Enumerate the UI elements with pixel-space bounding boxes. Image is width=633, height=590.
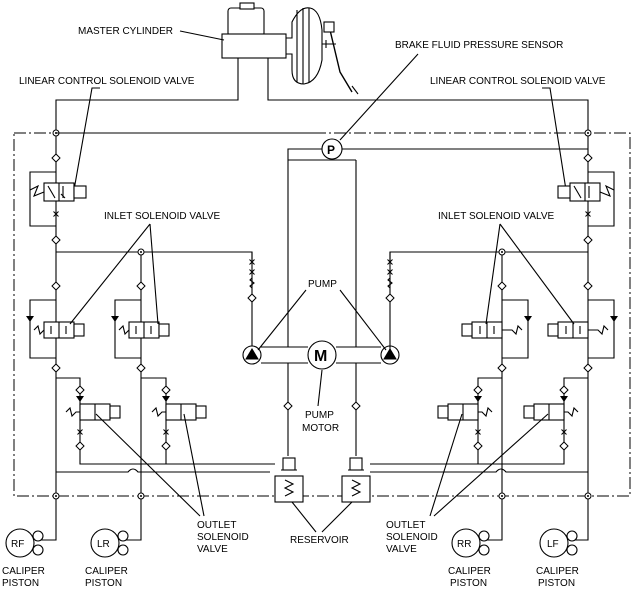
caliper-label-rf-1: CALIPER — [2, 566, 45, 577]
leader-master-cylinder — [179, 30, 225, 41]
right-outlet-feed-1 — [370, 377, 502, 465]
left-bridge-line — [56, 468, 270, 473]
linear-control-solenoid-valve-left — [29, 171, 87, 227]
label-inlet-left: INLET SOLENOID VALVE — [104, 211, 220, 222]
leader-pressure-sensor — [339, 53, 419, 141]
label-master-cylinder: MASTER CYLINDER — [78, 26, 173, 37]
caliper-piston-rr: RR CALIPER PISTON — [448, 528, 503, 589]
leader-reservoir-right — [321, 501, 353, 533]
hydraulic-unit-boundary — [13, 132, 631, 497]
label-reservoir: RESERVOIR — [290, 535, 349, 546]
caliper-label-lf-2: PISTON — [538, 578, 575, 589]
outlet-solenoid-valve-left-1 — [65, 396, 121, 421]
label-outlet-right-2: SOLENOID — [386, 532, 438, 543]
motor-symbol: M — [314, 348, 327, 365]
leader-inlet-right-2 — [499, 223, 575, 325]
caliper-piston-lf: LF CALIPER PISTON — [536, 528, 589, 589]
wheel-code-lr: LR — [97, 539, 110, 550]
left-outlet-feed-2 — [141, 377, 167, 464]
leader-outlet-right-1 — [429, 413, 463, 517]
outlet-solenoid-valve-right-1 — [437, 396, 493, 421]
caliper-label-lf-1: CALIPER — [536, 566, 579, 577]
leader-pump-motor — [317, 369, 323, 407]
leader-inlet-left-2 — [149, 223, 159, 325]
leader-pump-left — [257, 289, 307, 351]
label-pump-motor-1: PUMP — [305, 410, 334, 421]
leader-linear-control-left — [73, 87, 100, 191]
caliper-label-lr-2: PISTON — [85, 578, 122, 589]
mc-line-left — [55, 58, 239, 140]
leader-outlet-left-1 — [95, 413, 201, 517]
left-outlet-feed-1 — [56, 377, 275, 465]
wheel-code-rf: RF — [11, 539, 24, 550]
leader-inlet-right-1 — [485, 223, 501, 325]
label-outlet-left-2: SOLENOID — [197, 532, 249, 543]
caliper-piston-rf: RF CALIPER PISTON — [2, 528, 57, 589]
leader-inlet-left-1 — [69, 223, 151, 325]
mc-line-right — [267, 58, 589, 140]
linear-control-solenoid-valve-right — [557, 171, 615, 227]
label-inlet-right: INLET SOLENOID VALVE — [438, 211, 554, 222]
brake-fluid-pressure-sensor: P — [321, 138, 343, 160]
leader-reservoir-left — [291, 501, 317, 533]
label-pump-motor-2: MOTOR — [302, 423, 339, 434]
right-outlet-feed-2 — [478, 377, 588, 465]
label-brake-fluid-pressure-sensor: BRAKE FLUID PRESSURE SENSOR — [395, 40, 563, 51]
inlet-solenoid-valve-left-1 — [26, 299, 85, 359]
caliper-label-rr-2: PISTON — [450, 578, 487, 589]
pump-motor: M — [307, 340, 337, 370]
reservoir-right — [341, 457, 371, 503]
wheel-code-rr: RR — [457, 539, 471, 550]
leader-pump-right — [339, 289, 387, 351]
pressure-symbol: P — [327, 143, 335, 157]
inlet-solenoid-valve-right-1 — [461, 299, 532, 359]
leader-outlet-right-2 — [433, 413, 549, 517]
label-outlet-left-1: OUTLET — [197, 520, 236, 531]
leader-outlet-left-2 — [183, 413, 205, 517]
label-outlet-right-3: VALVE — [386, 544, 417, 555]
reservoir-left — [274, 457, 304, 503]
caliper-label-lr-1: CALIPER — [85, 566, 128, 577]
right-bridge-line — [370, 468, 588, 473]
outlet-solenoid-valve-right-2 — [523, 396, 579, 421]
label-linear-control-right: LINEAR CONTROL SOLENOID VALVE — [430, 76, 606, 87]
label-outlet-right-1: OUTLET — [386, 520, 425, 531]
pump-left — [242, 345, 262, 365]
outlet-solenoid-valve-left-2 — [151, 396, 207, 421]
label-linear-control-left: LINEAR CONTROL SOLENOID VALVE — [19, 76, 195, 87]
wheel-code-lf: LF — [547, 539, 559, 550]
inlet-solenoid-valve-left-2 — [111, 299, 170, 359]
caliper-label-rf-2: PISTON — [2, 578, 39, 589]
inlet-solenoid-valve-right-2 — [547, 299, 618, 359]
label-outlet-left-3: VALVE — [197, 544, 228, 555]
label-pump: PUMP — [308, 279, 337, 290]
caliper-label-rr-1: CALIPER — [448, 566, 491, 577]
master-cylinder — [221, 2, 359, 95]
caliper-piston-lr: LR CALIPER PISTON — [85, 528, 142, 589]
leader-linear-control-right — [542, 87, 567, 191]
